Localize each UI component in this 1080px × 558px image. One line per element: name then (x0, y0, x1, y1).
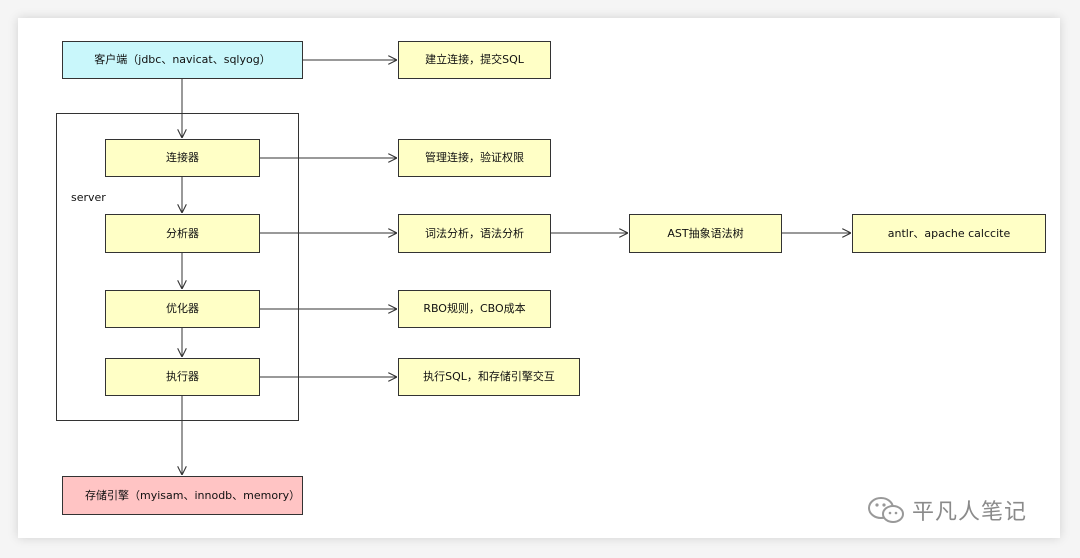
node-connector: 连接器 (105, 139, 260, 177)
server-label: server (71, 191, 106, 204)
node-lexical: 词法分析，语法分析 (398, 214, 551, 253)
node-client: 客户端（jdbc、navicat、sqlyog） (62, 41, 303, 79)
node-executor: 执行器 (105, 358, 260, 396)
node-exec-sql: 执行SQL，和存储引擎交互 (398, 358, 580, 396)
server-container (56, 113, 299, 421)
watermark: 平凡人笔记 (866, 494, 1027, 526)
node-optimizer: 优化器 (105, 290, 260, 328)
wechat-icon (868, 497, 904, 523)
node-storage-engine: 存储引擎（myisam、innodb、memory） (62, 476, 303, 515)
node-analyzer: 分析器 (105, 214, 260, 253)
watermark-text: 平凡人笔记 (912, 500, 1028, 525)
diagram-canvas (18, 18, 1060, 538)
node-antlr: antlr、apache calccite (852, 214, 1046, 253)
node-manage-conn: 管理连接，验证权限 (398, 139, 551, 177)
node-rbo-cbo: RBO规则，CBO成本 (398, 290, 551, 328)
node-connect-submit: 建立连接，提交SQL (398, 41, 551, 79)
node-ast: AST抽象语法树 (629, 214, 782, 253)
